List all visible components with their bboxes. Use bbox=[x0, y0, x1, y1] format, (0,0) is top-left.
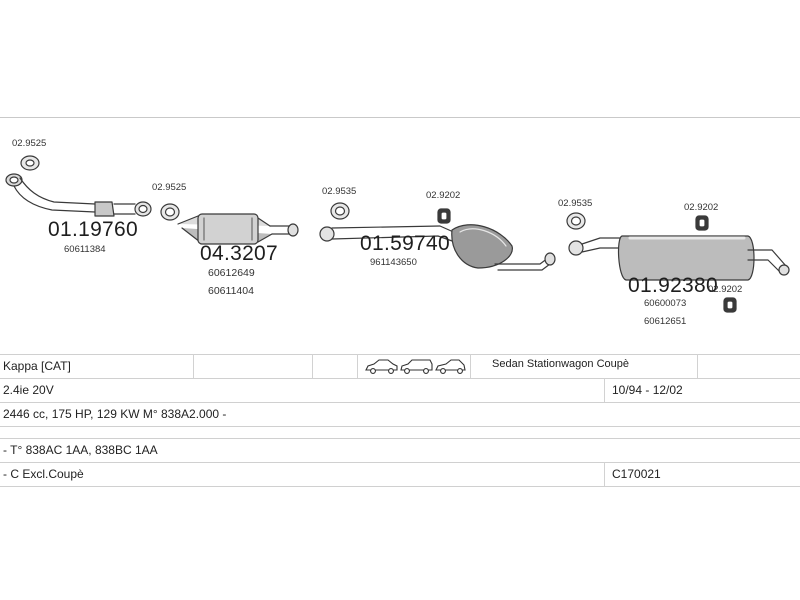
table-divider bbox=[604, 378, 605, 402]
top-divider bbox=[0, 117, 800, 118]
table-line bbox=[0, 438, 800, 439]
table-divider bbox=[312, 354, 313, 378]
table-line bbox=[0, 354, 800, 355]
table-divider bbox=[193, 354, 194, 378]
catalyst-oem-2: 60611404 bbox=[208, 285, 254, 297]
code-cell: C170021 bbox=[612, 467, 661, 481]
gasket-center-label: 02.9535 bbox=[322, 186, 357, 197]
catalyst-icon bbox=[177, 213, 299, 245]
center-pipe-icon bbox=[319, 224, 556, 271]
specs-cell: 2446 cc, 175 HP, 129 KW M° 838A2.000 - bbox=[3, 407, 227, 421]
gasket-rear-label: 02.9535 bbox=[558, 198, 593, 209]
rear-muffler-number: 01.92380 bbox=[628, 274, 718, 297]
front-pipe-number: 01.19760 bbox=[48, 218, 138, 241]
gasket-catalyst-label: 02.9525 bbox=[152, 182, 187, 193]
model-cell: Kappa [CAT] bbox=[3, 359, 71, 373]
catalyst-oem-1: 60612649 bbox=[208, 267, 255, 279]
gasket-front-label: 02.9525 bbox=[12, 138, 47, 149]
rear-muffler-icon bbox=[568, 235, 790, 281]
period-cell: 10/94 - 12/02 bbox=[612, 383, 683, 397]
hanger-center-label: 02.9202 bbox=[426, 190, 461, 201]
gasket-rear-icon bbox=[566, 212, 586, 230]
table-line bbox=[0, 462, 800, 463]
hanger-rear-top-label: 02.9202 bbox=[684, 202, 719, 213]
car-silhouettes-icon bbox=[365, 359, 466, 374]
front-pipe-icon bbox=[5, 173, 152, 217]
gasket-catalyst-icon bbox=[160, 203, 180, 221]
table-line bbox=[0, 426, 800, 427]
hanger-rear-top-icon bbox=[695, 215, 709, 231]
hanger-center-icon bbox=[437, 208, 451, 224]
table-divider bbox=[604, 462, 605, 486]
rear-muffler-oem-2: 60612651 bbox=[644, 316, 687, 327]
table-line bbox=[0, 378, 800, 379]
rear-muffler-oem-1: 60600073 bbox=[644, 298, 687, 309]
exhaust-drawing bbox=[5, 155, 790, 313]
table-divider bbox=[697, 354, 698, 378]
center-pipe-oem: 961143650 bbox=[370, 257, 417, 268]
table-divider bbox=[357, 354, 358, 378]
center-pipe-number: 01.59740 bbox=[360, 232, 450, 255]
table-divider bbox=[470, 354, 471, 378]
exhaust-diagram: 02.9525 01.19760 60611384 02.9525 04.320… bbox=[0, 118, 800, 348]
front-pipe-oem: 60611384 bbox=[64, 244, 106, 255]
gasket-front-icon bbox=[20, 155, 40, 171]
note-cell: - C Excl.Coupè bbox=[3, 467, 84, 481]
engine-cell: 2.4ie 20V bbox=[3, 383, 54, 397]
body-types-cell: Sedan Stationwagon Coupè bbox=[492, 358, 629, 370]
hanger-rear-bottom-label: 02.9202 bbox=[708, 284, 743, 295]
catalyst-number: 04.3207 bbox=[200, 242, 279, 265]
table-line bbox=[0, 402, 800, 403]
types-cell: - T° 838AC 1AA, 838BC 1AA bbox=[3, 443, 158, 457]
hanger-rear-bottom-icon bbox=[723, 297, 737, 313]
table-line bbox=[0, 486, 800, 487]
gasket-center-icon bbox=[330, 202, 350, 220]
